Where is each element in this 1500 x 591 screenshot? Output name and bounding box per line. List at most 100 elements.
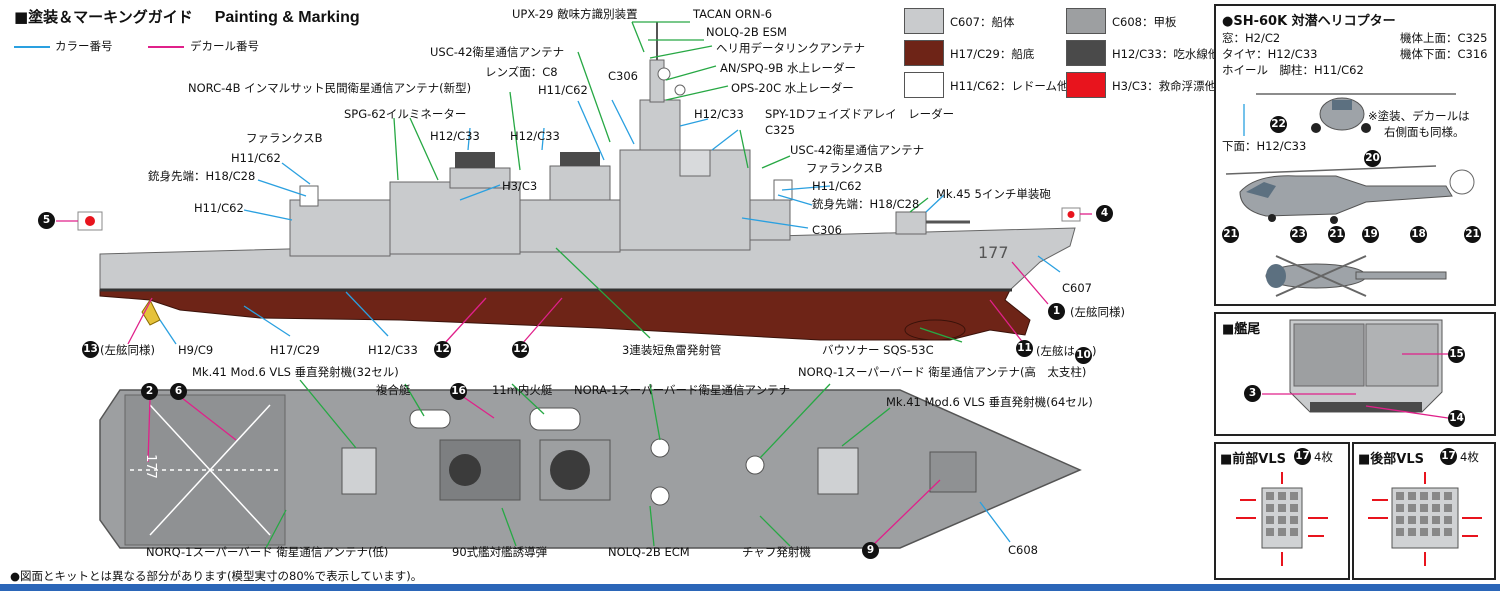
stern-title: ■艦尾 xyxy=(1222,322,1261,337)
c607-label: C607 xyxy=(1062,281,1092,295)
page-title: ■塗装＆マーキングガイド Painting & Marking xyxy=(14,6,360,27)
swatch-hull-label: C607：船体 xyxy=(950,15,1015,29)
decal-3-stern: 3 xyxy=(1244,385,1261,402)
decal-17-front: 17 xyxy=(1294,448,1311,465)
c325-label: C325 xyxy=(765,123,795,137)
decal-6: 6 xyxy=(170,383,187,400)
port-is-close: ) xyxy=(1092,344,1097,358)
heli-panel: ●SH-60K 対潜ヘリコプター 窓：H2/C2 タイヤ：H12/C33 ホイー… xyxy=(1214,4,1496,306)
decal-13: 13 xyxy=(82,341,99,358)
boat11m-label: 11m内火艇 xyxy=(492,383,553,397)
port-is-label: (左舷は10) xyxy=(1036,344,1097,364)
h11c62-label-b: H11/C62 xyxy=(231,151,281,165)
stern-panel: ■艦尾 15 3 14 xyxy=(1214,312,1496,436)
swatch-waterline-label: H12/C33：吃水線他 xyxy=(1112,47,1220,61)
h11c62-label-d: H11/C62 xyxy=(194,201,244,215)
decal-20: 20 xyxy=(1364,150,1381,167)
barrel-tip-label-a: 銃身先端：H18/C28 xyxy=(148,169,256,183)
swatch-deck-label: C608：甲板 xyxy=(1112,15,1177,29)
h12c33-waterline-label: H12/C33 xyxy=(368,343,418,357)
swatch-bottom xyxy=(904,40,944,66)
barrel-tip-label-b: 銃身先端：H18/C28 xyxy=(812,197,920,211)
heli-window: 窓：H2/C2 xyxy=(1222,31,1281,45)
chaff-label: チャフ発射機 xyxy=(742,545,811,559)
heli-drawings xyxy=(1225,93,1475,297)
swatch-hull xyxy=(904,8,944,34)
vls32-label: Mk.41 Mod.6 VLS 垂直発射機(32セル) xyxy=(192,365,399,379)
h3c3-label: H3/C3 xyxy=(502,179,538,193)
hull-number: 177 xyxy=(978,243,1009,262)
mk45-label: Mk.45 5インチ単装砲 xyxy=(936,187,1051,201)
usc42-label-a: USC-42衛星通信アンテナ xyxy=(430,45,565,59)
decal-number-legend-line xyxy=(148,46,184,48)
title-en: Painting & Marking xyxy=(214,9,360,26)
h11c62-label-a: H11/C62 xyxy=(538,83,588,97)
decal-number-legend: デカール番号 xyxy=(190,39,259,53)
vls64-label: Mk.41 Mod.6 VLS 垂直発射機(64セル) xyxy=(886,395,1093,409)
decal-12b: 12 xyxy=(512,341,529,358)
h17c29-label: H17/C29 xyxy=(270,343,320,357)
anspq9b-label: AN/SPQ-9B 水上レーダー xyxy=(720,61,856,75)
port-same-label-1: (左舷同様) xyxy=(1070,305,1125,319)
lens-label: レンズ面：C8 xyxy=(485,65,558,79)
heli-upper: 機体上面：C325 xyxy=(1400,31,1488,45)
vls-front-drawing xyxy=(1236,472,1328,566)
title-jp: ■塗装＆マーキングガイド xyxy=(14,8,193,26)
decal-14: 14 xyxy=(1448,410,1465,427)
torpedo-label: 3連装短魚雷発射管 xyxy=(622,343,722,357)
decal-21b: 21 xyxy=(1328,226,1345,243)
nolq2b-ecm-label: NOLQ-2B ECM xyxy=(608,545,690,559)
swatch-radome-label: H11/C62：レドーム他 xyxy=(950,79,1069,93)
color-number-legend-line xyxy=(14,46,50,48)
swatch-bottom-label: H17/C29：船底 xyxy=(950,47,1035,61)
color-number-legend: カラー番号 xyxy=(55,39,113,53)
vls-front-count: 4枚 xyxy=(1314,450,1333,464)
phalanx-label-b: ファランクスB xyxy=(806,161,883,175)
swatch-deck xyxy=(1066,8,1106,34)
heli-title: ●SH-60K 対潜ヘリコプター xyxy=(1222,14,1396,29)
h12c33-label-c: H12/C33 xyxy=(510,129,560,143)
h12c33-label-b: H12/C33 xyxy=(430,129,480,143)
vls-front-title: ■前部VLS xyxy=(1220,452,1286,467)
vls-rear-drawing xyxy=(1368,472,1482,566)
sonar-label: バウソナー SQS-53C xyxy=(822,343,934,357)
norq1-high-label: NORQ-1スーパーバード 衛星通信アンテナ(高 太支柱) xyxy=(798,365,1087,379)
bottom-bar xyxy=(0,584,1500,591)
vls-rear-panel: ■後部VLS 17 4枚 xyxy=(1352,442,1496,580)
phalanx-label-a: ファランクスB xyxy=(246,131,323,145)
composite-boat-label: 複合艇 xyxy=(376,383,411,397)
decal-9: 9 xyxy=(862,542,879,559)
port-same-label-13: (左舷同様) xyxy=(100,343,155,357)
decal-21c: 21 xyxy=(1464,226,1481,243)
heli-tire: タイヤ：H12/C33 xyxy=(1222,47,1318,61)
h11c62-label-c: H11/C62 xyxy=(812,179,862,193)
norq1-low-label: NORQ-1スーパーバード 衛星通信アンテナ(低) xyxy=(146,545,389,559)
decal-10-inline: 10 xyxy=(1075,347,1092,364)
c306-label-a: C306 xyxy=(608,69,638,83)
decal-2: 2 xyxy=(141,383,158,400)
swatch-radome xyxy=(904,72,944,98)
heli-bottom: 下面：H12/C33 xyxy=(1222,139,1307,153)
decal-15: 15 xyxy=(1448,346,1465,363)
vls-rear-title: ■後部VLS xyxy=(1358,452,1424,467)
decal-4: 4 xyxy=(1096,205,1113,222)
spy1d-label: SPY-1Dフェイズドアレイ レーダー xyxy=(765,107,955,121)
tacan-label: TACAN ORN-6 xyxy=(693,7,773,21)
swatch-waterline xyxy=(1066,40,1106,66)
decal-11: 11 xyxy=(1016,340,1033,357)
decal-16: 16 xyxy=(450,383,467,400)
nora1-label: NORA-1スーパーバード衛星通信アンテナ xyxy=(574,383,791,397)
decal-18: 18 xyxy=(1410,226,1427,243)
footer-note: ●図面とキットとは異なる部分があります(模型実寸の80%で表示しています)。 xyxy=(10,569,423,583)
ssm90-label: 90式艦対艦誘導弾 xyxy=(452,545,548,559)
decal-1: 1 xyxy=(1048,303,1065,320)
ops20c-label: OPS-20C 水上レーダー xyxy=(731,81,854,95)
vls-front-panel: ■前部VLS 17 4枚 xyxy=(1214,442,1350,580)
norc4b-label: NORC-4B インマルサット民間衛星通信アンテナ(新型) xyxy=(188,81,472,95)
decal-17-rear: 17 xyxy=(1440,448,1457,465)
heli-lower: 機体下面：C316 xyxy=(1400,47,1488,61)
deck-number: 177 xyxy=(142,454,158,479)
c608-label: C608 xyxy=(1008,543,1038,557)
decal-5: 5 xyxy=(38,212,55,229)
heli-note-2: 右側面も同様。 xyxy=(1384,125,1465,139)
